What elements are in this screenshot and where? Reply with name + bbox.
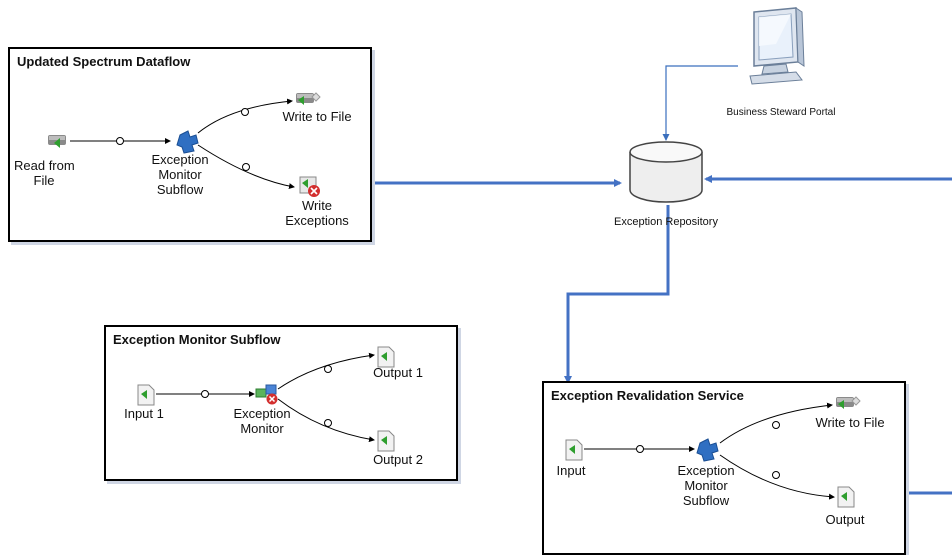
subflow-puzzle-icon[interactable] (174, 127, 204, 155)
read-file-icon[interactable] (46, 129, 72, 151)
read-from-file-label: Read from File (14, 158, 75, 188)
write-file-icon[interactable] (832, 391, 862, 415)
exception-monitor-label: Exception Monitor (233, 406, 291, 436)
panel-title: Exception Revalidation Service (551, 388, 744, 403)
revalidation-panel: Exception Revalidation Service Input Exc… (542, 381, 906, 555)
output-label: Output (825, 512, 865, 527)
output-1-label: Output 1 (373, 365, 423, 380)
input-label: Input (556, 463, 586, 478)
repository-to-revalidation-connector (564, 205, 670, 384)
write-file-icon[interactable] (292, 87, 322, 111)
write-to-file-label: Write to File (282, 109, 352, 124)
monitor-subflow-panel: Exception Monitor Subflow Input 1 Except… (104, 325, 458, 481)
write-exceptions-icon[interactable] (296, 173, 322, 199)
portal-label: Business Steward Portal (726, 107, 836, 118)
monitor-subflow-label: Exception Monitor Subflow (151, 152, 209, 197)
subflow-lines (156, 352, 375, 443)
panel-title: Updated Spectrum Dataflow (17, 54, 191, 69)
dataflow-lines (70, 98, 295, 190)
output-2-label: Output 2 (373, 452, 423, 467)
panel-title: Exception Monitor Subflow (113, 332, 281, 347)
output-file-icon[interactable] (374, 345, 398, 369)
exception-monitor-icon[interactable] (254, 381, 282, 407)
monitor-subflow-label: Exception Monitor Subflow (677, 463, 735, 508)
portal-to-repository-connector (662, 65, 738, 141)
subflow-puzzle-icon[interactable] (694, 435, 724, 463)
updated-dataflow-panel: Updated Spectrum Dataflow Read from File… (8, 47, 372, 242)
write-exceptions-label: Write Exceptions (285, 198, 349, 228)
repository-label: Exception Repository (614, 216, 718, 228)
input-file-icon[interactable] (134, 383, 158, 407)
output-file-icon[interactable] (374, 429, 398, 453)
input-file-icon[interactable] (562, 438, 586, 462)
database-icon (629, 141, 703, 203)
output-file-icon[interactable] (834, 485, 858, 509)
write-to-file-label: Write to File (815, 415, 885, 430)
computer-monitor-icon (749, 7, 805, 85)
input-label: Input 1 (124, 406, 164, 421)
revalidation-lines (584, 402, 835, 500)
